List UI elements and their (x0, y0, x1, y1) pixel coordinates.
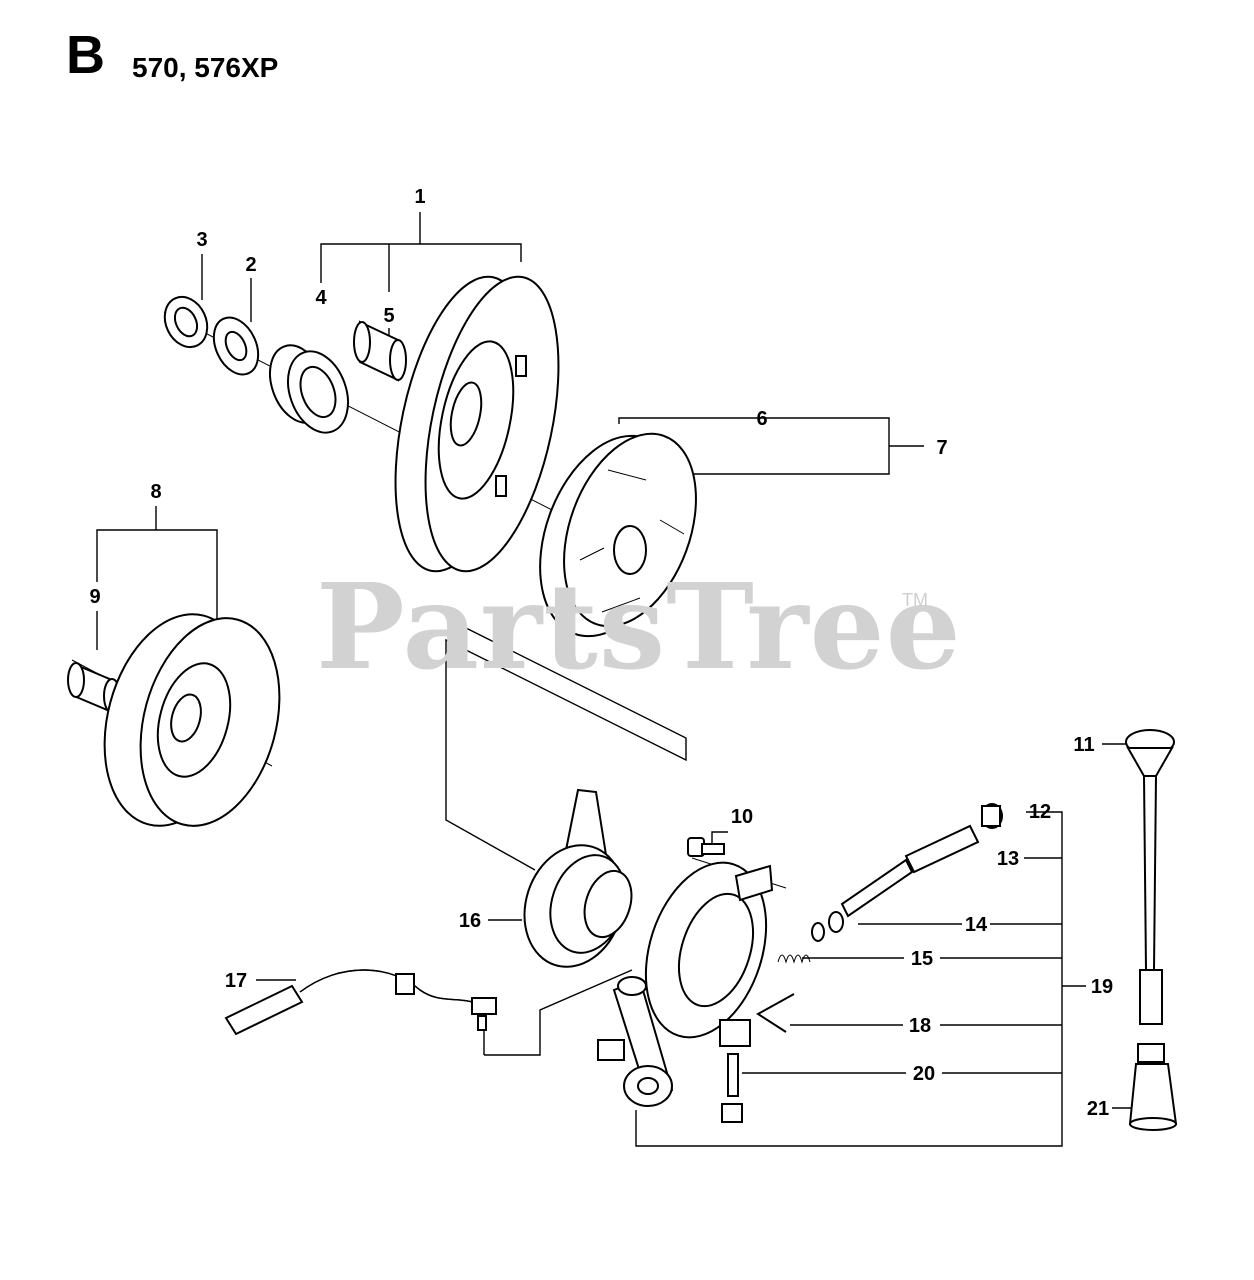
part-18-arrow-marker (756, 993, 795, 1033)
part-9-needle-bearing (67, 662, 121, 714)
callout-20: 20 (913, 1063, 935, 1085)
callout-12: 12 (1029, 801, 1051, 823)
callout-11: 11 (1073, 734, 1094, 756)
callout-2: 2 (245, 254, 256, 276)
part-1-clutch-drum (394, 275, 560, 573)
part-5-needle-bearing (353, 320, 407, 382)
callout-3: 3 (196, 229, 207, 251)
watermark-logo: PartsTree (316, 557, 962, 696)
leader-lines (96, 212, 1134, 1147)
callout-15: 15 (911, 948, 933, 970)
part-13-pump-plunger (840, 824, 980, 918)
watermark-trademark: TM (902, 590, 928, 610)
part-20-adjust-screw (721, 1053, 743, 1123)
part-21-oil-filter (1128, 1043, 1178, 1131)
section-letter: B (66, 25, 105, 85)
callout-21: 21 (1087, 1098, 1109, 1120)
part-8-clutch-drum (103, 613, 281, 827)
part-6-clutch-shoes (539, 432, 697, 638)
callout-10: 10 (731, 806, 753, 828)
part-19-oil-pump-housing (597, 861, 774, 1107)
part-4-sprocket-rim (268, 344, 349, 434)
part-3-circlip (163, 295, 209, 349)
part-17-oil-hose (224, 969, 497, 1036)
callout-13: 13 (997, 848, 1019, 870)
model-numbers: 570, 576XP (132, 52, 279, 83)
part-16-worm-gear (523, 788, 633, 968)
part-15-spring (777, 954, 811, 964)
callout-6: 6 (756, 408, 767, 430)
part-12-cap (981, 803, 1003, 829)
callout-18: 18 (909, 1015, 931, 1037)
callout-7: 7 (936, 437, 947, 459)
callout-9: 9 (89, 586, 100, 608)
callout-1: 1 (414, 186, 425, 208)
part-14-washers (811, 911, 844, 942)
callout-17: 17 (225, 970, 247, 992)
callout-4: 4 (315, 287, 327, 309)
callout-labels: 1 2 3 4 5 6 7 8 9 10 11 12 13 14 15 16 1… (89, 186, 1113, 1120)
part-11-oil-pipe (1125, 729, 1175, 1025)
callout-19: 19 (1091, 976, 1113, 998)
part-2-washer (212, 316, 260, 376)
callout-16: 16 (459, 910, 481, 932)
callout-5: 5 (383, 305, 394, 327)
callout-8: 8 (150, 481, 161, 503)
part-10-screw (687, 837, 725, 857)
callout-14: 14 (965, 914, 988, 936)
